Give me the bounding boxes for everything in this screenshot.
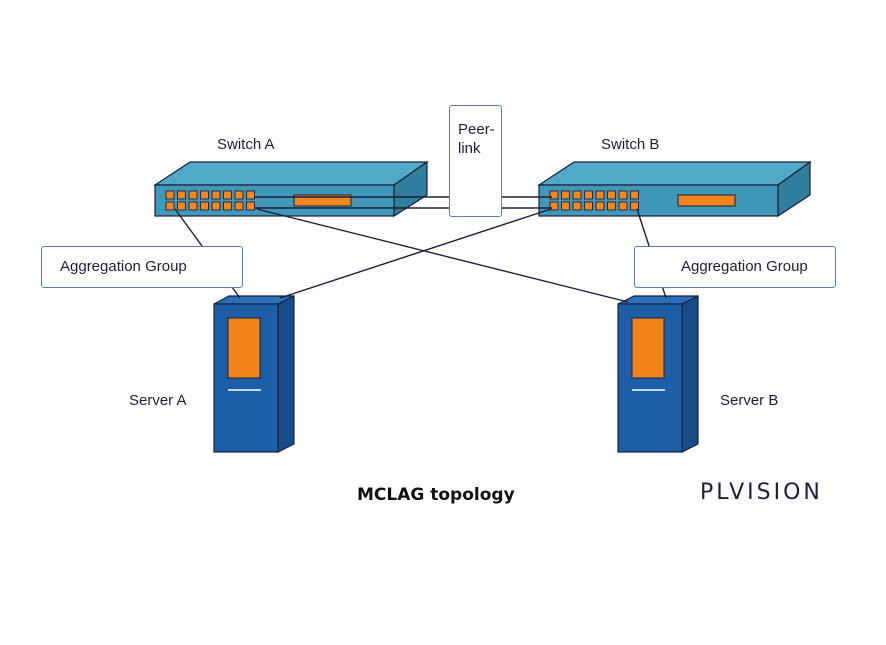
switch-port [223,201,232,211]
switch-port [630,201,639,211]
server-a-label: Server A [129,392,187,409]
switch-port [595,190,605,200]
switch-port [618,190,628,200]
switch-a [152,160,429,218]
server-b [617,295,699,453]
server-b-label: Server B [720,392,779,409]
switch-port [549,201,559,211]
switch-b-ports [549,190,639,211]
aggregation-group-b: Aggregation Group [634,246,836,288]
peer-link-label: Peer- link [458,121,495,157]
plvision-logo: PLVISION [700,480,823,505]
aggregation-group-a-label: Aggregation Group [60,258,187,275]
switch-port [177,190,186,200]
switch-port [595,201,605,211]
switch-port [572,190,582,200]
switch-port [630,190,639,200]
switch-port [177,201,186,211]
switch-b [536,160,812,218]
aggregation-group-a: Aggregation Group [41,246,243,288]
switch-port [549,190,559,200]
switch-port [572,201,582,211]
switch-port [188,190,198,200]
switch-b-label: Switch B [601,136,660,153]
switch-a-label: Switch A [217,136,275,153]
switch-port [165,190,175,200]
server-a [213,295,295,453]
link-switch-b-server-a [279,208,552,299]
switch-port [165,201,175,211]
switch-port [211,190,221,200]
peer-link-box: Peer- link [449,105,502,217]
link-switch-a-server-b [256,208,629,303]
switch-a-ports [165,190,255,211]
switch-port [584,201,593,211]
switch-port [223,190,232,200]
switch-port [234,190,244,200]
switch-port [200,190,209,200]
aggregation-group-b-label: Aggregation Group [681,258,808,275]
switch-port [584,190,593,200]
switch-port [246,190,255,200]
diagram-caption: MCLAG topology [357,485,515,505]
switch-port [618,201,628,211]
switch-port [211,201,221,211]
switch-port [561,201,570,211]
switch-port [200,201,209,211]
switch-port [234,201,244,211]
switch-port [607,190,616,200]
switch-port [607,201,616,211]
switch-port [246,201,255,211]
switch-port [561,190,570,200]
switch-port [188,201,198,211]
